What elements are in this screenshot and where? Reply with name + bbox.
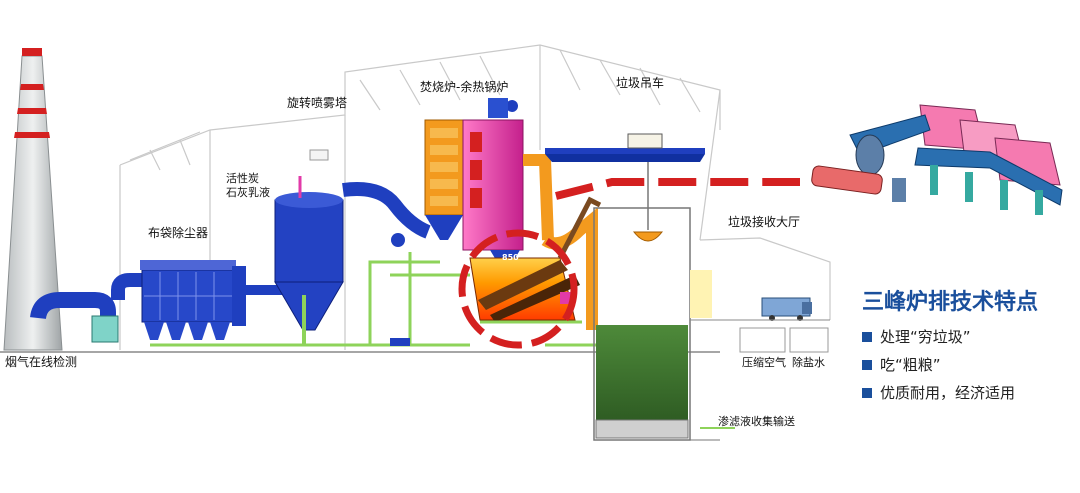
building-truss [119,44,831,350]
refuse-crane [545,133,705,242]
bullet-square-icon [862,387,872,398]
label-reception-hall: 垃圾接收大厅 [728,215,801,229]
label-demineralized-water: 除盐水 [792,356,825,369]
label-compressed-air: 压缩空气 [742,356,786,369]
highlight-circle [458,229,578,349]
green-pipes [150,252,600,347]
pump-unit [390,338,410,346]
label-boiler: 焚烧炉-余热锅炉 [420,80,509,94]
chimney [3,48,63,351]
label-temperature: 850° [502,253,523,262]
feature-item-3-text: 优质耐用，经济适用 [880,384,1016,402]
feature-item-1: 处理“穷垃圾” [862,326,971,347]
feature-item-2: 吃“粗粮” [862,354,941,375]
reception-hall [690,270,830,353]
callout-dashed-line [555,178,800,200]
label-chimney-monitor: 烟气在线检测 [5,355,78,369]
label-activated-carbon: 活性炭 [226,172,259,185]
label-baghouse: 布袋除尘器 [148,226,209,240]
bullet-square-icon [862,359,872,370]
label-spray-tower: 旋转喷雾塔 [287,96,348,110]
spray-tower [274,149,431,345]
feature-item-2-text: 吃“粗粮” [880,356,941,374]
feature-panel-title: 三峰炉排技术特点 [862,290,1039,315]
feature-item-3: 优质耐用，经济适用 [862,382,1015,403]
baghouse-filter [140,260,285,340]
feature-item-1-text: 处理“穷垃圾” [880,328,971,346]
label-crane: 垃圾吊车 [616,76,665,90]
flue-duct [30,273,150,343]
grate-module-render [811,104,1063,215]
bullet-square-icon [862,331,872,342]
label-lime-slurry: 石灰乳液 [226,186,270,199]
waste-pit [593,207,735,441]
fan-unit [391,233,405,247]
incinerator-grate [469,196,602,324]
label-leachate: 渗滤液收集输送 [718,415,795,428]
